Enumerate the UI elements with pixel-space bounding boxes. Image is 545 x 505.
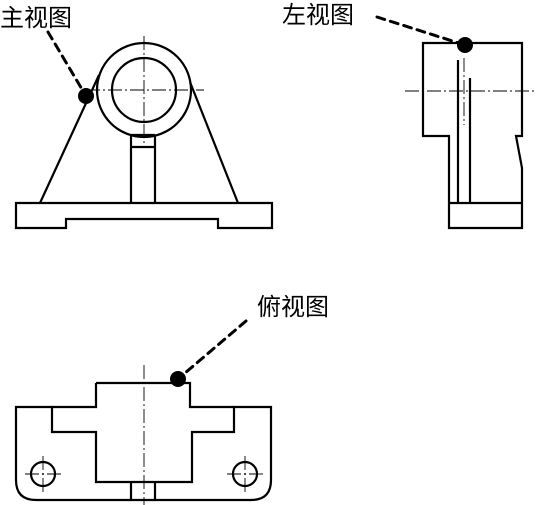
left-view-leader-dot [457,37,473,53]
top-view-leader-dot [170,371,186,387]
left-view-outline [421,41,524,230]
top-view-base-outline [14,405,273,502]
front-view-rib [129,133,157,203]
front-view [14,36,274,230]
front-view-right-tangent [188,81,240,204]
top-view-label: 俯视图 [257,293,329,321]
front-view-leader-dot [78,88,94,104]
left-view-label: 左视图 [282,1,354,29]
front-view-leader [46,30,88,98]
front-view-callout: 主视图 [0,4,94,104]
top-view-callout: 俯视图 [170,293,329,387]
left-view-leader [375,15,467,47]
left-view-callout: 左视图 [282,1,473,53]
front-view-base [14,201,274,230]
front-view-label: 主视图 [0,4,72,32]
top-view-boss-outline [52,381,234,409]
top-view [14,365,273,505]
left-view [405,41,535,230]
top-view-leader [176,319,248,381]
